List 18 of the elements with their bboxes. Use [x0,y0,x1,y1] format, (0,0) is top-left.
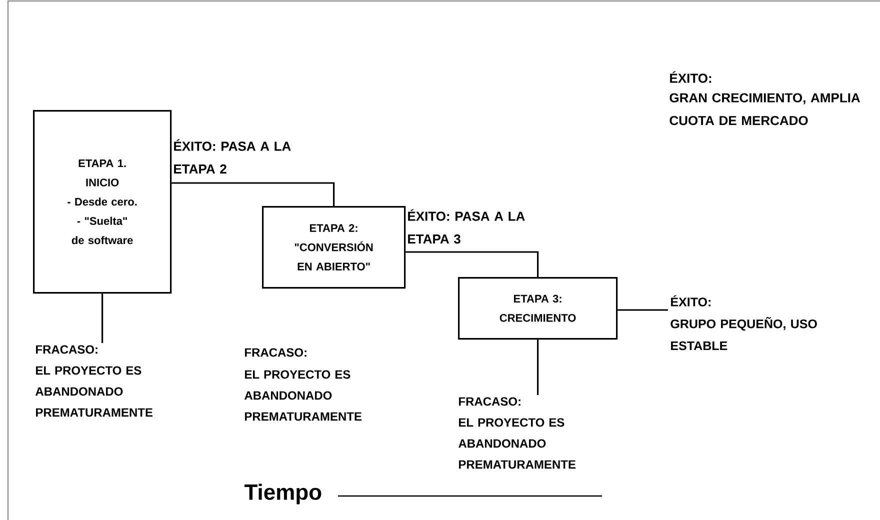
connector-line [172,182,335,206]
stage-box: ETAPA 2: "CONVERSIÓN EN ABIERTO" [262,206,406,289]
outcome-text: FRACASO: EL PROYECTO ES ABANDONADO PREMATURAMENTE [36,345,152,417]
outcome-text: ÉXITO: GRUPO PEQUEÑO, USO ESTABLE [670,295,817,350]
stage-box: ETAPA 1. INICIO - Desde cero. - "Suelta" de software [33,110,172,294]
edge-label: ÉXITO: PASA A LA ETAPA 2 [174,139,291,174]
stage-box: ETAPA 3: CRECIMIENTO [458,277,618,340]
connector-line [102,294,104,343]
failure-text: FRACASO: [245,348,306,357]
connector-line [537,340,539,395]
edge-label: ÉXITO: PASA A LA ETAPA 3 [408,209,525,244]
failure-text: EL PROYECTO ES ABANDONADO PREMATURAMENTE [244,370,362,421]
outcome-text: FRACASO: EL PROYECTO ES ABANDONADO PREMATURAMENTE [458,397,576,469]
axis-label: Tiempo [244,484,322,504]
success-text: GRAN CRECIMIENTO, AMPLIA CUOTA DE MERCADO [670,93,860,126]
connector-line [618,309,668,311]
connector-line [406,251,539,277]
success-text: ÉXITO: [670,71,712,83]
